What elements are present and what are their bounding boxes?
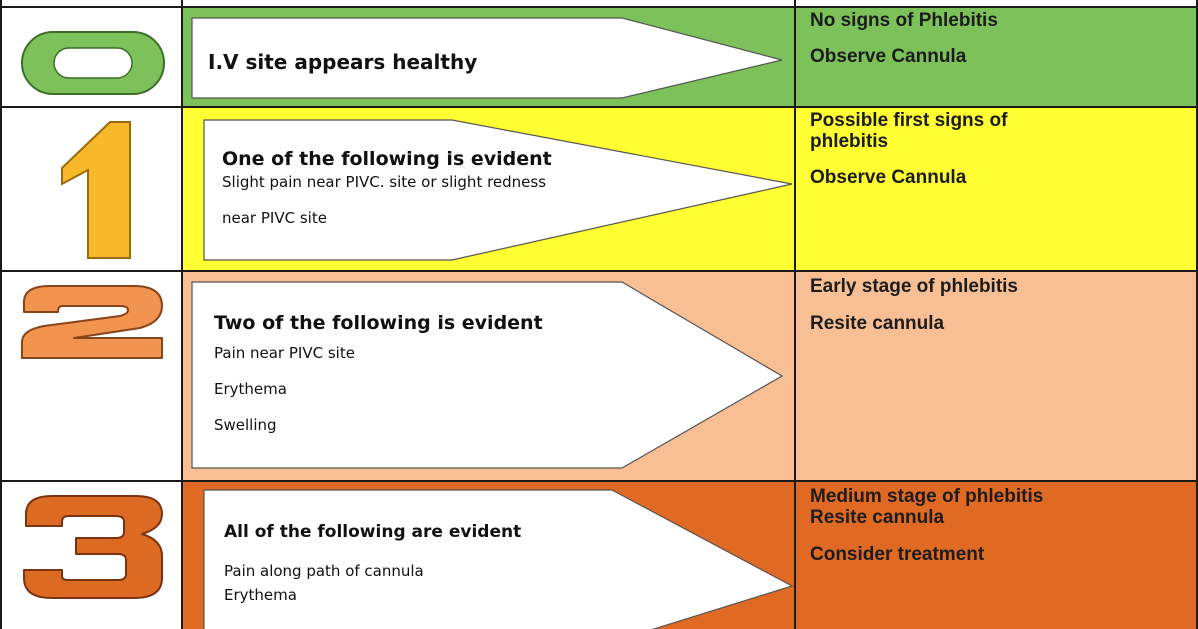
- grade-1-item-2: near PIVC site: [222, 209, 327, 227]
- grade-0-outcome-cell: No signs of Phlebitis Observe Cannula: [796, 8, 1196, 106]
- grade-0-row: I.V site appears healthy No signs of Phl…: [0, 8, 1198, 106]
- grade-1-outcome-cell: Possible first signs of phlebitis Observ…: [796, 108, 1196, 270]
- grade-2-outcome-line-1: Early stage of phlebitis: [810, 276, 1018, 297]
- grade-0-arrow-shape: [191, 17, 783, 99]
- grade-1-heading: One of the following is evident: [222, 148, 552, 170]
- table-border-left: [0, 0, 2, 629]
- grade-3-arrow-shape: [203, 489, 794, 629]
- table-border-right: [1196, 0, 1198, 629]
- grade-0-outcome-line-2: Observe Cannula: [810, 46, 967, 67]
- grade-1-outcome-line-3: Observe Cannula: [810, 167, 967, 188]
- grade-3-outcome-line-3: Consider treatment: [810, 544, 985, 565]
- row-divider-3: [0, 480, 1198, 482]
- digit-three-icon: [23, 495, 163, 599]
- grade-3-description: All of the following are evident Pain al…: [224, 522, 521, 604]
- grade-1-outcome-line-2: phlebitis: [810, 131, 889, 152]
- grade-3-outcome-line-1: Medium stage of phlebitis: [810, 486, 1044, 507]
- grade-2-digit-cell: [2, 272, 182, 480]
- grade-2-outcome-line-2: Resite cannula: [810, 313, 945, 334]
- grade-2-arrow-shape: [191, 281, 784, 469]
- grade-1-description: One of the following is evident Slight p…: [222, 148, 552, 227]
- digit-two-icon: [21, 285, 163, 359]
- grade-2-heading: Two of the following is evident: [214, 312, 543, 334]
- grade-1-item-1: Slight pain near PIVC. site or slight re…: [222, 173, 547, 191]
- column-divider-1: [181, 0, 183, 629]
- grade-3-outcome-cell: Medium stage of phlebitis Resite cannula…: [796, 482, 1196, 629]
- table-border-top: [0, 6, 1198, 8]
- grade-0-description-cell: I.V site appears healthy: [182, 8, 794, 106]
- grade-3-digit-cell: [2, 482, 182, 629]
- grade-3-description-cell: All of the following are evident Pain al…: [182, 482, 794, 629]
- grade-2-item-3: Swelling: [214, 416, 277, 434]
- grade-2-outcome-cell: Early stage of phlebitis Resite cannula: [796, 272, 1196, 480]
- grade-2-description-cell: Two of the following is evident Pain nea…: [182, 272, 794, 480]
- grade-1-digit-cell: [2, 108, 182, 270]
- grade-2-description: Two of the following is evident Pain nea…: [214, 312, 543, 434]
- grade-0-outcome-line-1: No signs of Phlebitis: [810, 10, 998, 31]
- grade-3-item-2: Erythema: [224, 586, 297, 604]
- row-divider-2: [0, 270, 1198, 272]
- grade-1-description-cell: One of the following is evident Slight p…: [182, 108, 794, 270]
- grade-0-digit-cell: [2, 8, 182, 106]
- grade-2-row: Two of the following is evident Pain nea…: [0, 272, 1198, 480]
- grade-3-outcome-line-2: Resite cannula: [810, 507, 945, 528]
- grade-1-arrow-shape: [203, 119, 793, 261]
- grade-1-outcome-line-1: Possible first signs of: [810, 110, 1008, 131]
- digit-one-icon: [61, 121, 131, 259]
- grade-3-item-1: Pain along path of cannula: [224, 562, 424, 580]
- grade-0-heading: I.V site appears healthy: [208, 50, 478, 74]
- column-divider-2: [794, 0, 796, 629]
- row-divider-1: [0, 106, 1198, 108]
- grade-3-heading: All of the following are evident: [224, 522, 522, 542]
- grade-1-row: One of the following is evident Slight p…: [0, 108, 1198, 270]
- digit-zero-icon: [21, 31, 165, 95]
- grade-3-row: All of the following are evident Pain al…: [0, 482, 1198, 629]
- grade-2-item-2: Erythema: [214, 380, 287, 398]
- grade-2-item-1: Pain near PIVC site: [214, 344, 355, 362]
- grade-0-description: I.V site appears healthy: [208, 50, 477, 74]
